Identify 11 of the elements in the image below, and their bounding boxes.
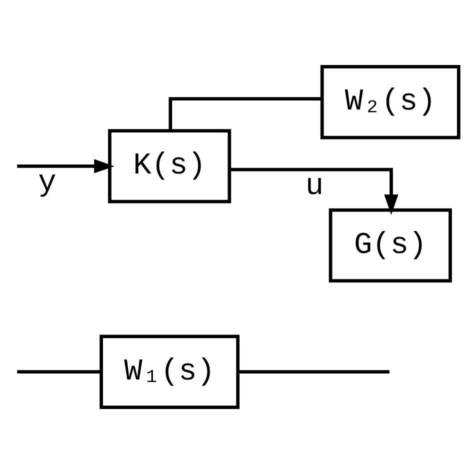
connector [168,97,322,130]
edge-label: u [305,170,324,204]
node-box: W₁(s) [100,334,240,409]
node-box: W₂(s) [320,65,460,140]
node-box: K(s) [108,129,232,204]
edge-label: y [38,166,56,200]
connector [17,370,102,374]
connector [238,370,390,374]
arrow [230,168,398,215]
node-box: G(s) [328,208,452,283]
arrow [17,159,114,174]
